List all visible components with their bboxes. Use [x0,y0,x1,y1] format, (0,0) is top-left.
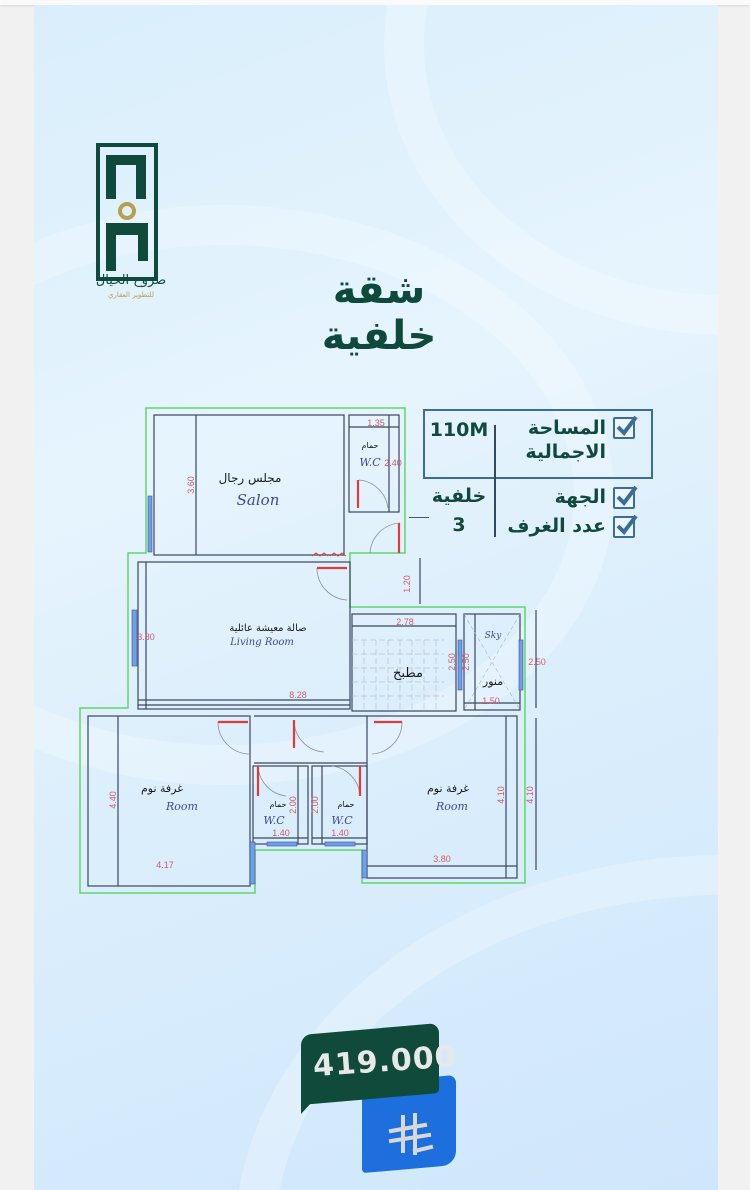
room-label-bedroom-left-en: Room [165,800,198,813]
room-label-salon-ar: مجلس رجال [219,471,282,486]
dim-living-height: 3.80 [137,632,155,642]
saudi-riyal-icon [388,1113,434,1155]
checkbox-checked-icon [613,485,638,509]
dim-kitchen-width: 2.78 [396,617,414,627]
room-label-bedroom-right-en: Room [435,800,468,813]
checkbox-checked-icon [613,514,638,538]
brand-logo-icon [96,143,158,281]
dim-sky-width: 1.50 [482,696,500,706]
dim-wc-left-height: 2.00 [288,796,298,814]
dim-living-width: 8.28 [289,690,307,700]
spec-divider [494,425,496,537]
spec-value-area: 110M [429,419,489,441]
room-label-living-ar: صالة معيشة عائلية [229,623,306,634]
spec-value-rooms: 3 [452,514,466,536]
spec-label-direction: الجهة [554,486,606,508]
dim-bedroom-right-height: 4.10 [496,786,506,804]
dim-wc-top-height: 2.40 [384,458,402,468]
dim-wc-left-width: 1.40 [272,828,290,838]
room-label-bedroom-left-ar: غرفة نوم [141,782,183,795]
room-label-wc-top-ar: حمام [362,441,379,450]
dim-sky-height: 2.50 [461,653,471,671]
room-label-sky-en: Sky [485,631,503,641]
dim-bedroom-right-width: 3.80 [433,854,451,864]
room-label-wc-right-en: W.C [331,814,353,827]
room-label-wc-left-en: W.C [263,814,285,827]
spec-label-rooms: عدد الغرف [507,515,606,537]
brand-tagline: للتطوير العقاري [108,291,154,299]
dim-wc-right-height: 2.00 [310,796,320,814]
price-badge: 419.000 [299,1015,459,1174]
dim-bedroom-right-outer: 4.10 [525,786,535,804]
page-title: شقة خلفية [321,267,437,359]
dim-sky-outer: 2.50 [528,657,546,667]
room-label-wc-right-ar: حمام [338,800,355,809]
price-tag-tail [301,1090,323,1114]
room-label-bedroom-right-ar: غرفة نوم [427,782,469,795]
room-label-sky-ar: منور [482,675,503,688]
brand-name: صروح الخيال [95,273,167,288]
top-bar [0,0,750,5]
dim-bedroom-left-width: 4.17 [156,860,174,870]
spec-label-area: المساحة الاجمالية [525,417,606,463]
room-label-salon-en: Salon [237,491,280,509]
dim-wc-right-width: 1.40 [331,828,349,838]
dim-wc-top-width: 1.35 [367,418,385,428]
checkbox-checked-icon [613,415,638,439]
room-label-wc-top-en: W.C [359,456,381,469]
room-label-wc-left-ar: حمام [270,800,287,809]
dim-salon: 3.60 [186,476,196,494]
dim-corridor: 1.20 [402,575,412,593]
room-label-kitchen-ar: مطبخ [393,666,423,681]
room-label-living-en: Living Room [229,637,294,648]
poster: صروح الخيال للتطوير العقاري شقة خلفية ال… [34,5,718,1190]
floor-plan: مجلس رجال Salon 3.60 حمام W.C 1.35 2.40 … [79,407,546,894]
spec-value-direction: خلفية [431,485,487,507]
dim-kitchen-height: 2.50 [447,653,457,671]
dim-bedroom-left-height: 4.40 [108,791,118,809]
leader-line [409,517,429,518]
spec-area-box [423,409,653,479]
